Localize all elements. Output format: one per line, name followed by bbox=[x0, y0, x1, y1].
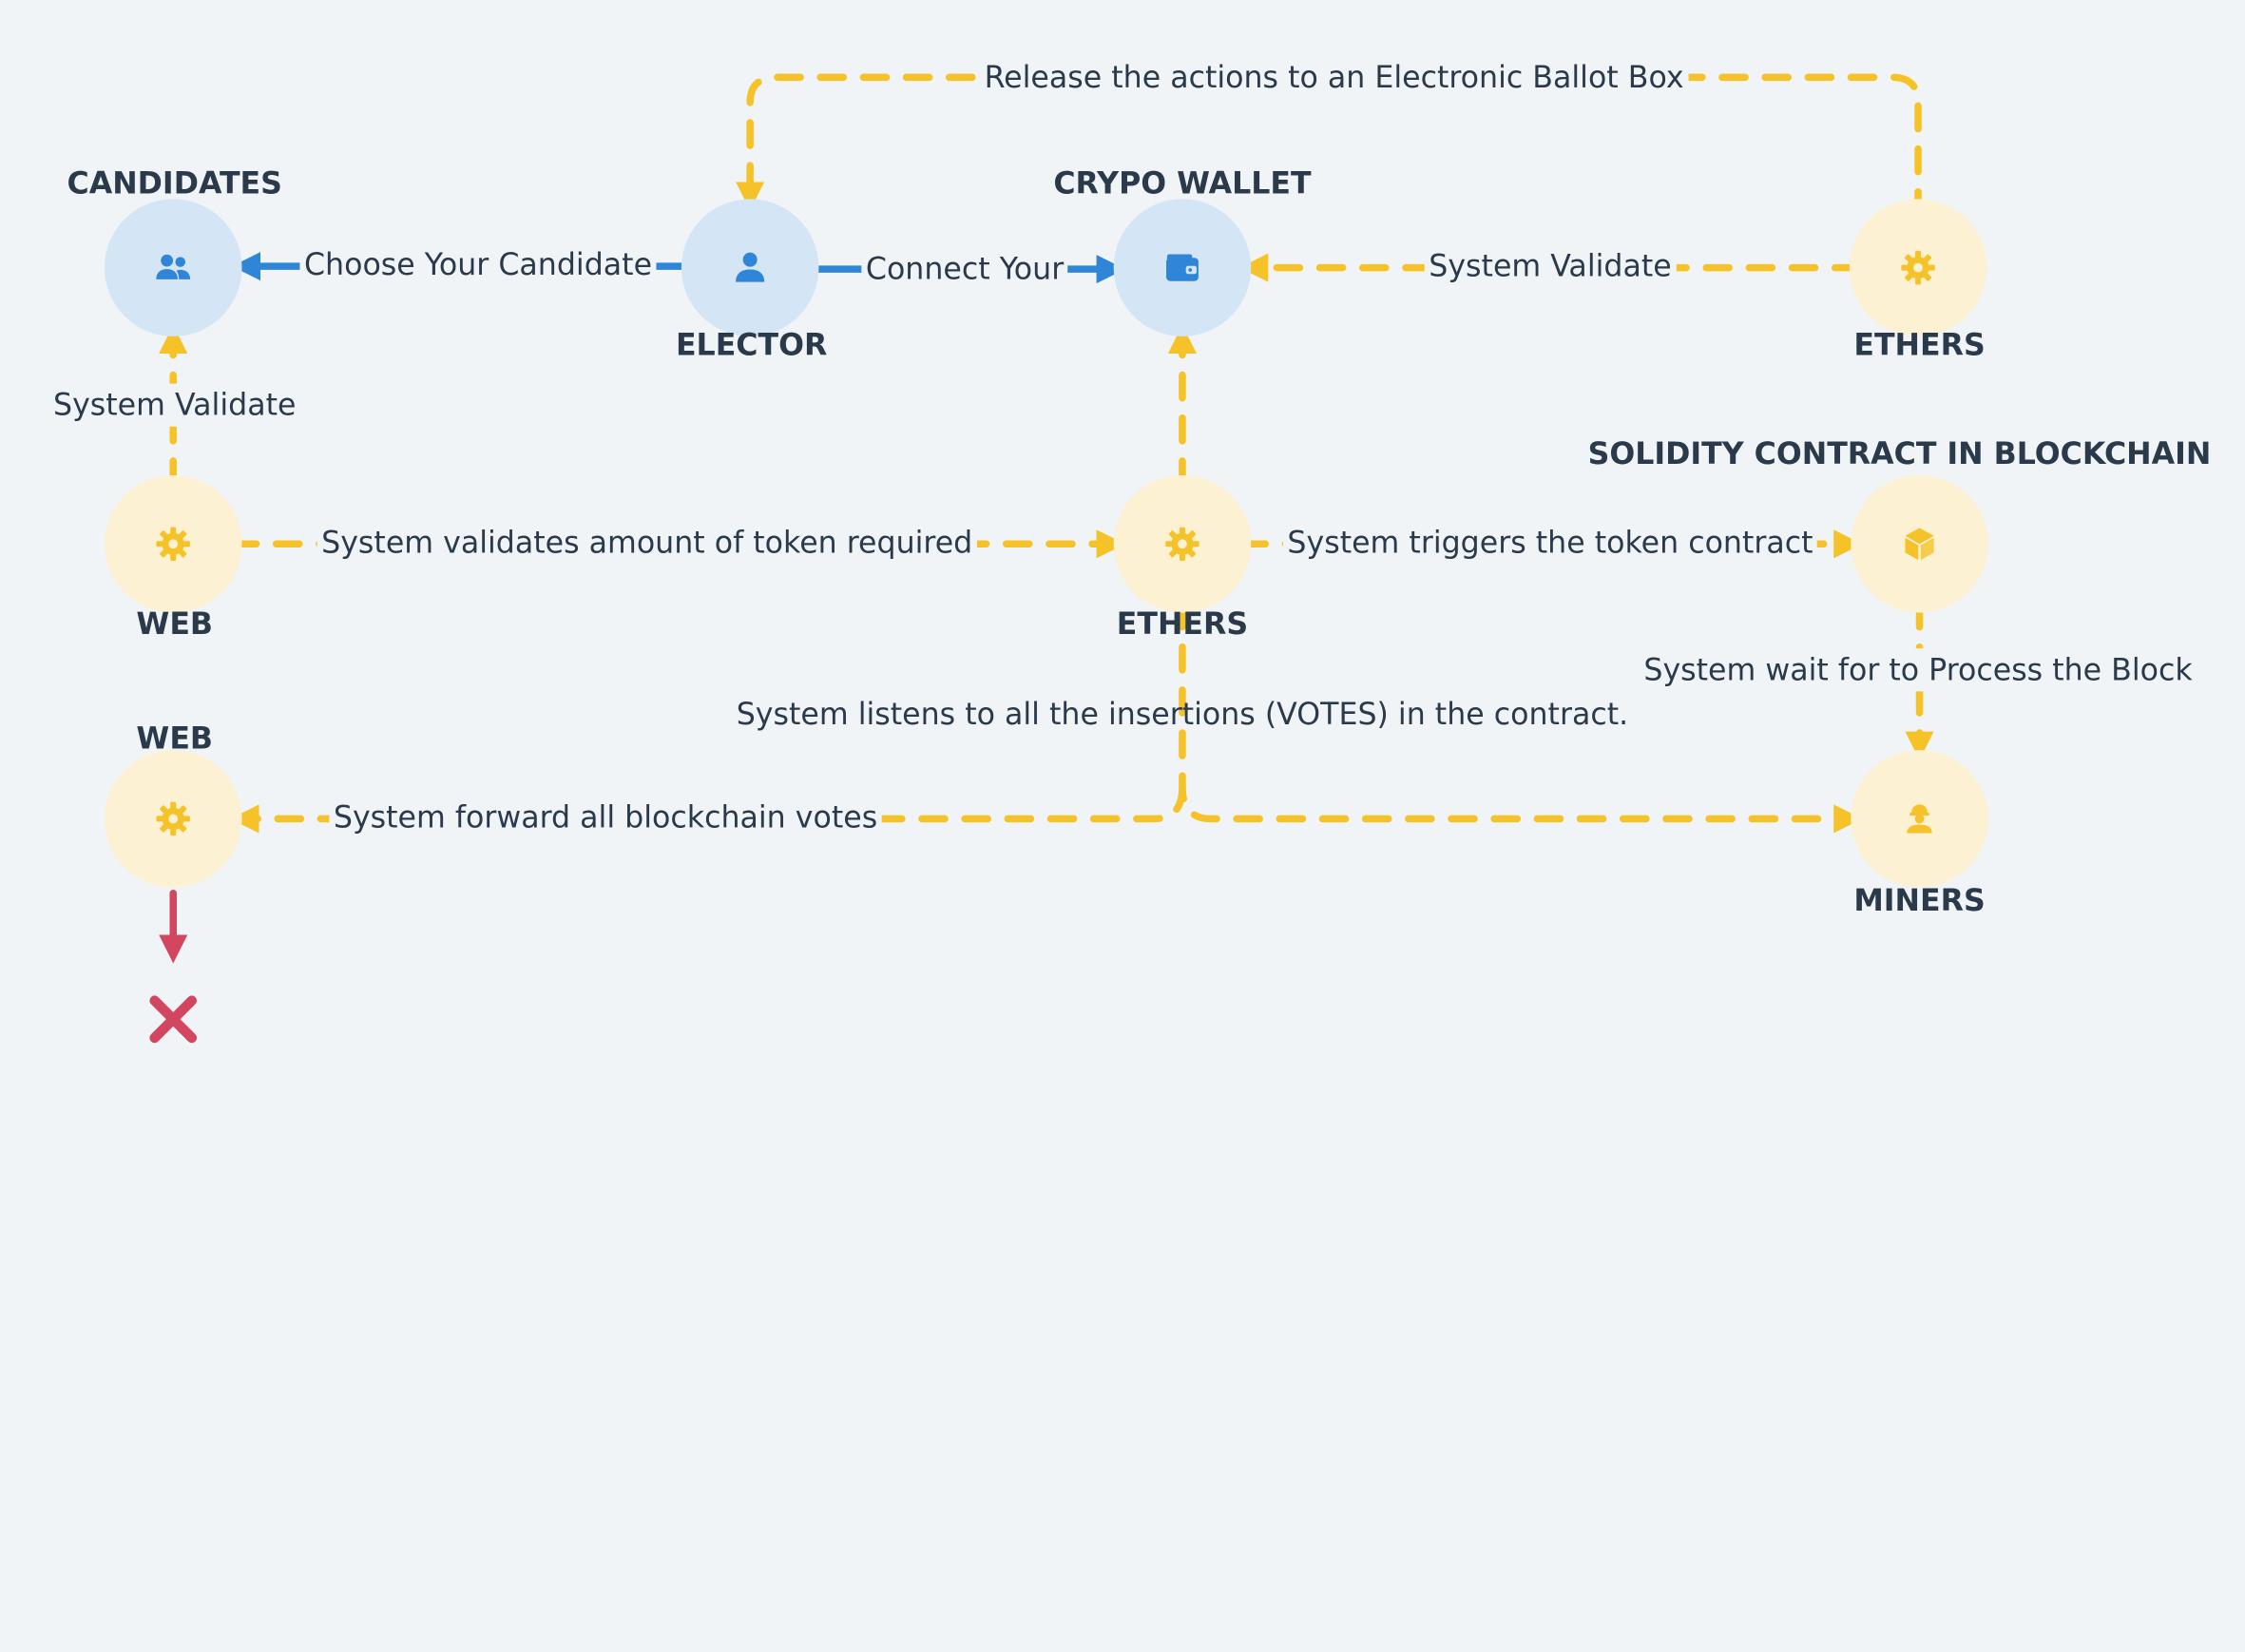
gear-icon bbox=[1165, 527, 1199, 561]
label-validate-candidates: System Validate bbox=[48, 383, 300, 427]
gear-icon bbox=[1901, 250, 1935, 285]
title-candidates: CANDIDATES bbox=[67, 165, 282, 201]
title-wallet: CRYPO WALLET bbox=[1053, 165, 1312, 201]
cube-icon bbox=[1905, 528, 1934, 561]
node-ethers-mid[interactable] bbox=[1113, 474, 1252, 613]
label-forward: System forward all blockchain votes bbox=[329, 796, 882, 839]
label-choose: Choose Your Candidate bbox=[299, 243, 657, 287]
title-ethers-mid: ETHERS bbox=[1116, 606, 1249, 642]
label-validates-tokens: System validates amount of token require… bbox=[317, 521, 977, 565]
node-web-mid[interactable] bbox=[104, 474, 242, 613]
node-miners[interactable] bbox=[1851, 750, 1988, 888]
label-validate-wallet: System Validate bbox=[1424, 244, 1677, 288]
title-web-mid: WEB bbox=[136, 606, 214, 642]
label-wait: System wait for to Process the Block bbox=[1639, 648, 2197, 692]
title-elector: ELECTOR bbox=[675, 327, 828, 363]
gear-icon bbox=[156, 801, 190, 836]
label-release: Release the actions to an Electronic Bal… bbox=[980, 55, 1689, 99]
user-icon bbox=[736, 252, 765, 282]
gear-icon bbox=[156, 527, 190, 561]
title-ethers-top: ETHERS bbox=[1853, 327, 1986, 363]
node-wallet[interactable] bbox=[1113, 199, 1252, 336]
label-triggers: System triggers the token contract bbox=[1282, 521, 1818, 565]
node-web-bottom[interactable] bbox=[104, 750, 242, 888]
title-miners: MINERS bbox=[1853, 883, 1986, 918]
title-web-bottom: WEB bbox=[136, 721, 214, 757]
node-elector[interactable] bbox=[681, 199, 819, 336]
node-candidates[interactable] bbox=[104, 199, 242, 336]
node-ethers-top[interactable] bbox=[1849, 199, 1987, 336]
wallet-icon bbox=[1166, 254, 1199, 281]
label-listens: System listens to all the insertions (VO… bbox=[736, 697, 1629, 732]
end-marker bbox=[147, 993, 199, 1045]
title-contract: SOLIDITY CONTRACT IN BLOCKCHAIN bbox=[1587, 436, 2212, 471]
close-icon bbox=[149, 995, 198, 1044]
edge-forward bbox=[230, 783, 1186, 834]
label-connect: Connect Your bbox=[861, 247, 1068, 291]
worker-icon bbox=[1907, 804, 1932, 834]
node-contract[interactable] bbox=[1851, 474, 1988, 613]
users-icon bbox=[156, 254, 191, 279]
